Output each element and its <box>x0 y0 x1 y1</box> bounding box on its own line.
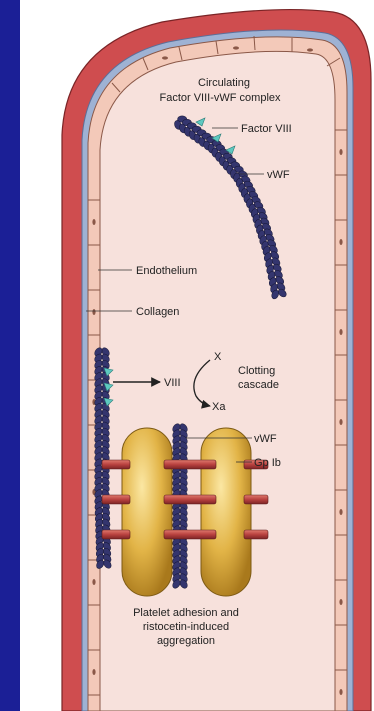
clotting-line-2: cascade <box>238 379 279 391</box>
endothelium-label: Endothelium <box>136 265 197 277</box>
vwf-bottom-label: vWF <box>254 433 277 445</box>
caption-line-1: Platelet adhesion and <box>133 607 239 619</box>
title-line-2: Factor VIII-vWF complex <box>159 92 281 104</box>
caption-line-3: aggregation <box>157 635 215 647</box>
platelet-left <box>122 428 172 596</box>
viii-label: VIII <box>164 377 181 389</box>
collagen-label: Collagen <box>136 306 179 318</box>
x-label: X <box>214 351 222 363</box>
clotting-line-1: Clotting <box>238 365 275 377</box>
platelet-right <box>201 428 251 596</box>
gp-ib-label: Gp Ib <box>254 457 281 469</box>
vwf-top-label: vWF <box>267 169 290 181</box>
xa-label: Xa <box>212 401 226 413</box>
factor-viii-label: Factor VIII <box>241 123 292 135</box>
caption-line-2: ristocetin-induced <box>143 621 229 633</box>
title-line-1: Circulating <box>198 77 250 89</box>
